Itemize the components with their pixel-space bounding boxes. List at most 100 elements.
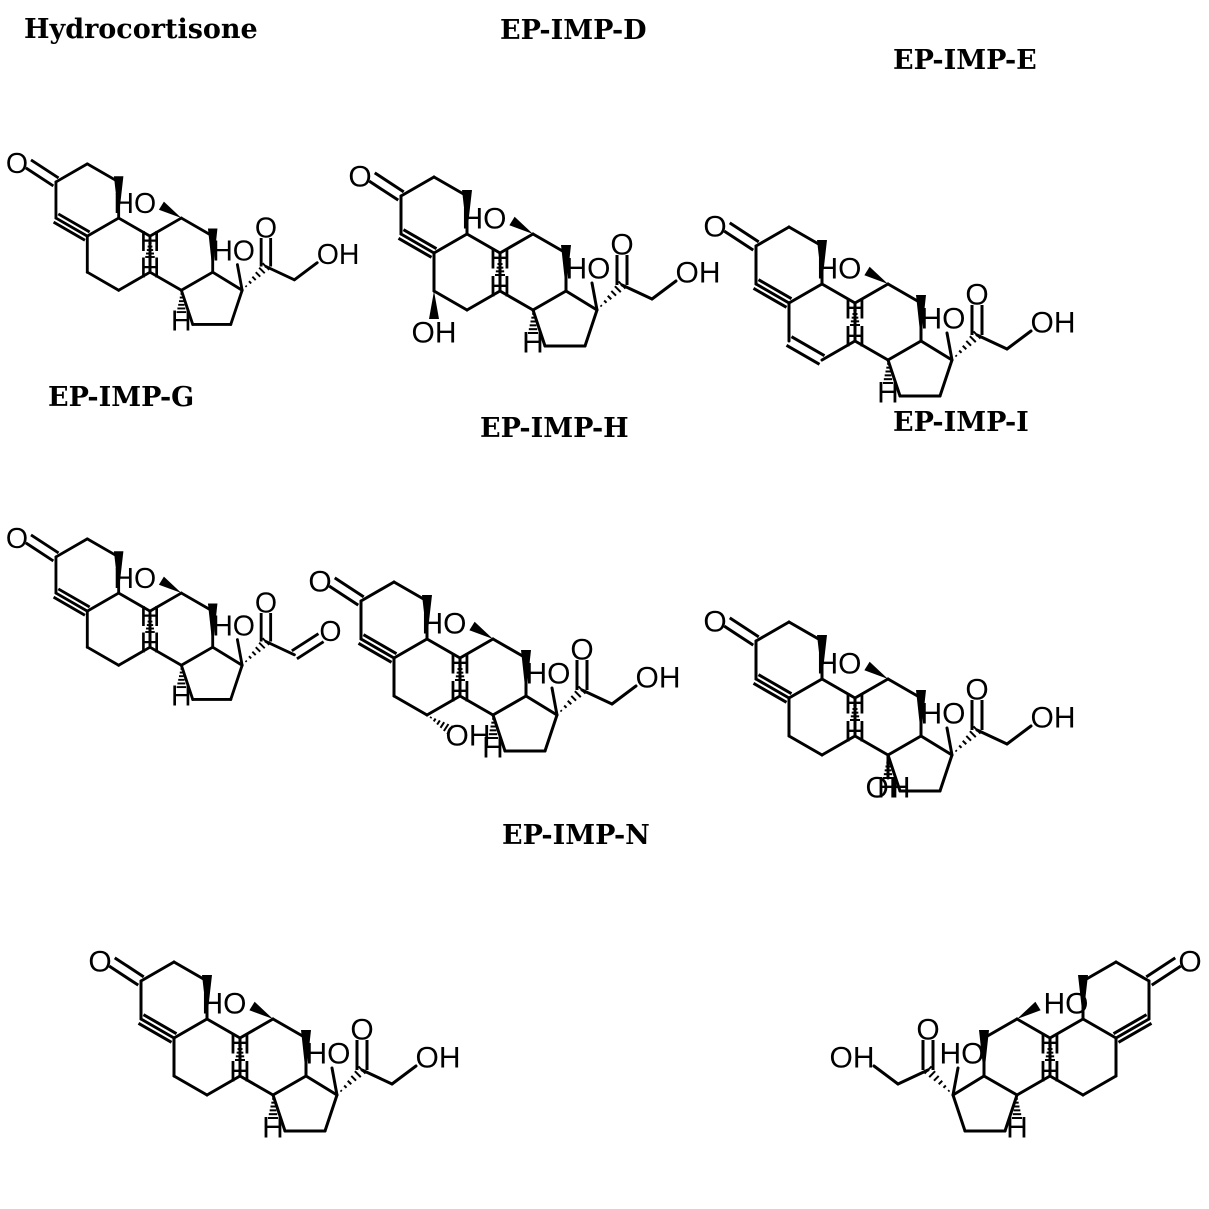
- bond: [853, 282, 890, 305]
- atom-label-ho-17: HO: [921, 303, 966, 336]
- atom-label-o3: O: [703, 606, 726, 639]
- atom-label-oh-21: OH: [636, 662, 681, 695]
- ketone-c3: [25, 166, 55, 188]
- atom-label-h8: H: [489, 243, 511, 276]
- bond: [919, 734, 954, 757]
- ketone-c3: [728, 221, 760, 244]
- title-imp-i: EP-IMP-I: [893, 407, 1029, 438]
- bond: [392, 694, 429, 717]
- aldehyde-bond: [291, 632, 320, 653]
- atom-label-h8: H: [1039, 1028, 1061, 1061]
- double-bond-c4-c5: [57, 587, 91, 609]
- ketone-c3: [113, 956, 145, 979]
- double-bond-c4-c5: [142, 1013, 178, 1035]
- oh-11-bond: [864, 661, 888, 679]
- side-chain-bond: [570, 695, 577, 702]
- side-chain-bond: [954, 749, 958, 753]
- bond: [172, 1074, 209, 1097]
- side-chain-bond: [599, 304, 603, 308]
- side-chain-bond: [942, 1084, 947, 1089]
- atom-label-o20: O: [965, 279, 988, 312]
- bond: [205, 1017, 242, 1040]
- atom-label-o20: O: [916, 1014, 939, 1047]
- bond: [179, 645, 215, 667]
- double-bond-c4-c5: [397, 237, 433, 259]
- atom-label-h8: H: [229, 1028, 251, 1061]
- side-chain-bond: [933, 1075, 940, 1082]
- methyl-19: [113, 176, 124, 219]
- c21-o-bond: [650, 279, 678, 301]
- oh-17-bond: [951, 1066, 960, 1097]
- c20-c21-bond: [580, 688, 614, 706]
- oh-11-bond: [1017, 1001, 1041, 1019]
- side-chain-bond: [607, 295, 612, 300]
- atom-label-oh-21: OH: [416, 1042, 461, 1075]
- side-chain-bond: [969, 730, 977, 738]
- double-bond-c4-c5: [757, 673, 793, 695]
- bond: [85, 162, 121, 184]
- side-chain-bond: [248, 655, 252, 660]
- methyl-19: [817, 240, 827, 284]
- bond: [919, 339, 954, 362]
- bond: [787, 282, 824, 305]
- bond: [787, 677, 824, 700]
- structure-imp-g: OHOHHHOOHO: [6, 523, 342, 713]
- bond: [54, 591, 89, 613]
- title-imp-e: EP-IMP-E: [893, 45, 1037, 76]
- oh-11-bond: [158, 576, 182, 594]
- side-chain-bond: [938, 1080, 943, 1085]
- double-bond-c4-c5: [752, 287, 788, 309]
- bond: [465, 289, 502, 312]
- side-chain-bond: [610, 290, 617, 297]
- c20-c21-bond: [264, 265, 296, 282]
- side-chain-bond: [350, 1075, 357, 1082]
- side-chain-bond: [928, 1070, 936, 1078]
- oh-7-bond: [439, 721, 445, 729]
- atom-label-h14: H: [877, 772, 899, 805]
- bond: [886, 677, 923, 700]
- side-chain-bond: [603, 299, 608, 304]
- atom-label-h8: H: [844, 293, 866, 326]
- atom-label-h8: H: [140, 226, 161, 258]
- oh-7-bond: [429, 716, 433, 719]
- oh-11-bond: [158, 201, 182, 219]
- c20-c21-bond: [620, 283, 654, 301]
- methyl-18: [916, 295, 926, 341]
- ketone-c3: [30, 158, 60, 180]
- bond: [85, 591, 121, 613]
- atom-label-ho-11: HO: [422, 608, 467, 641]
- methyl-18: [979, 1030, 989, 1076]
- side-chain-bond: [347, 1080, 352, 1085]
- oh-7-bond: [443, 723, 450, 732]
- atom-label-o20: O: [610, 229, 633, 262]
- double-bond-c6-c7: [790, 335, 826, 357]
- bond: [139, 1017, 176, 1040]
- side-chain-bond: [244, 660, 248, 663]
- bond: [853, 677, 890, 700]
- side-chain-bond: [958, 744, 963, 749]
- bond: [399, 232, 436, 255]
- bond: [211, 270, 244, 292]
- bond: [886, 339, 923, 362]
- double-bond-c4-c5: [757, 278, 793, 300]
- oh-7-bond: [432, 718, 437, 722]
- double-bond-c4-c5: [1117, 1022, 1153, 1044]
- side-chain-bond: [962, 740, 967, 745]
- double-bond-c4-c5: [52, 220, 86, 242]
- bond: [787, 620, 824, 643]
- methyl-18: [207, 228, 218, 273]
- double-bond-c4-c5: [57, 212, 91, 234]
- methyl-19: [817, 635, 827, 679]
- bond: [392, 580, 429, 603]
- bond: [754, 282, 791, 305]
- oh-7-bond: [446, 725, 454, 735]
- c21-o-bond: [872, 1064, 900, 1086]
- atom-label-h8: H: [844, 688, 866, 721]
- atom-label-oh-21: OH: [1031, 307, 1076, 340]
- aldehyde-bond: [296, 640, 325, 660]
- methyl-18: [916, 690, 926, 736]
- bond: [820, 677, 857, 700]
- atom-label-ho-11: HO: [113, 563, 156, 595]
- bond: [179, 288, 195, 326]
- methyl-19: [1078, 975, 1088, 1019]
